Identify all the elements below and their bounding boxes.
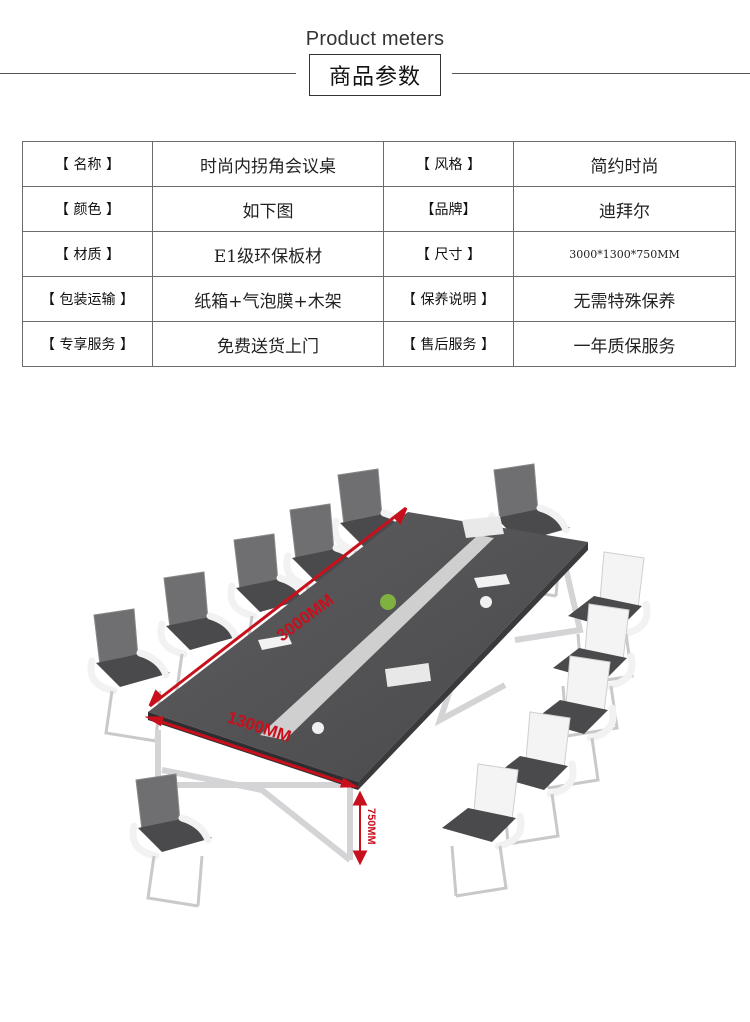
spec-value: 迪拜尔 [513, 186, 736, 232]
table-row: 【 颜色 】 如下图 【品牌】 迪拜尔 [22, 186, 736, 232]
plant [380, 594, 396, 610]
chair [442, 764, 521, 896]
conference-table-illustration: 3000MM 1300MM 750MM [0, 430, 750, 1022]
spec-value: 3000*1300*750MM [513, 231, 736, 277]
spec-key: 【品牌】 [383, 186, 514, 232]
section-header: Product meters 商品参数 [0, 0, 750, 110]
spec-key: 【 材质 】 [22, 231, 153, 277]
section-title-cn: 商品参数 [309, 54, 441, 96]
table-row: 【 材质 】 E1级环保板材 【 尺寸 】 3000*1300*750MM [22, 231, 736, 277]
table-row: 【 名称 】 时尚内拐角会议桌 【 风格 】 简约时尚 [22, 141, 736, 187]
spec-value: 如下图 [152, 186, 384, 232]
cable-tray [260, 535, 494, 740]
spec-key: 【 尺寸 】 [383, 231, 514, 277]
spec-key: 【 专享服务 】 [22, 321, 153, 367]
cup [312, 722, 324, 734]
spec-value: E1级环保板材 [152, 231, 384, 277]
laptop [474, 574, 510, 588]
spec-table: 【 名称 】 时尚内拐角会议桌 【 风格 】 简约时尚 【 颜色 】 如下图 【… [22, 141, 736, 367]
section-title-en: Product meters [305, 28, 445, 50]
cup [480, 596, 492, 608]
spec-value: 时尚内拐角会议桌 [152, 141, 384, 187]
spec-key: 【 售后服务 】 [383, 321, 514, 367]
spec-value: 无需特殊保养 [513, 276, 736, 322]
chair [133, 774, 212, 906]
spec-value: 免费送货上门 [152, 321, 384, 367]
table-edge [358, 542, 588, 790]
spec-key: 【 颜色 】 [22, 186, 153, 232]
table-row: 【 专享服务 】 免费送货上门 【 售后服务 】 一年质保服务 [22, 321, 736, 367]
divider-left [0, 73, 296, 74]
product-image: 3000MM 1300MM 750MM [0, 430, 750, 1022]
spec-key: 【 名称 】 [22, 141, 153, 187]
book [384, 663, 432, 687]
divider-right [452, 73, 750, 74]
spec-value: 简约时尚 [513, 141, 736, 187]
spec-key: 【 包装运输 】 [22, 276, 153, 322]
laptop [258, 635, 292, 650]
table-row: 【 包装运输 】 纸箱+气泡膜+木架 【 保养说明 】 无需特殊保养 [22, 276, 736, 322]
spec-value: 纸箱+气泡膜+木架 [152, 276, 384, 322]
dim-height-label: 750MM [365, 808, 377, 845]
spec-key: 【 保养说明 】 [383, 276, 514, 322]
spec-key: 【 风格 】 [383, 141, 514, 187]
dimension-lines [144, 506, 408, 866]
laptop [462, 516, 504, 538]
spec-value: 一年质保服务 [513, 321, 736, 367]
